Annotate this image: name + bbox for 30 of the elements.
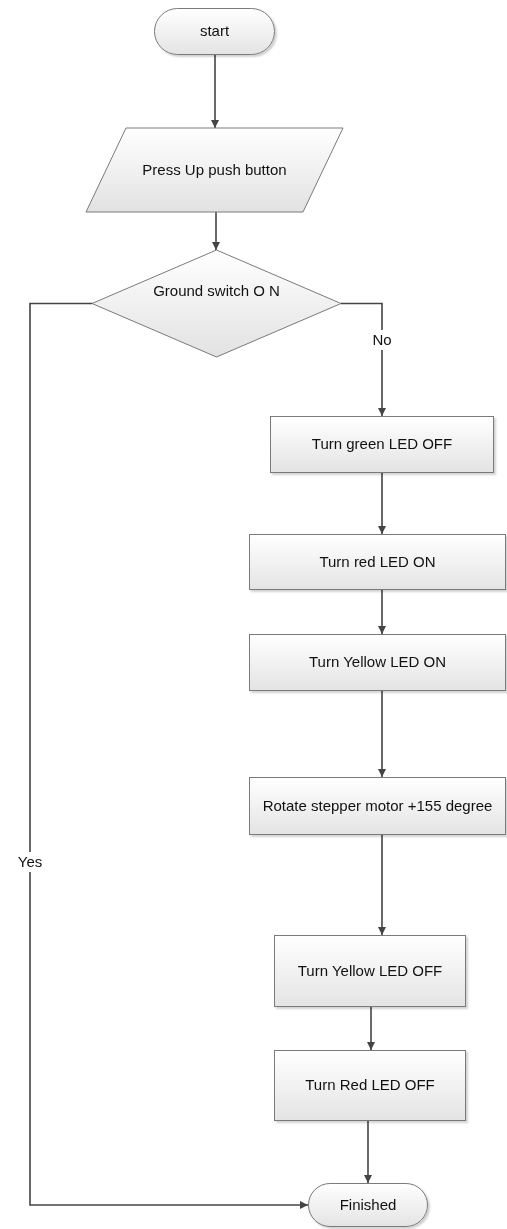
node-label: Turn Red LED OFF — [304, 1075, 436, 1096]
arrow — [29, 302, 309, 1209]
process-box — [249, 777, 506, 835]
process-box — [249, 634, 506, 691]
arrow — [378, 834, 386, 936]
node-label: Finished — [338, 1194, 398, 1215]
node-label: Press Up push button — [141, 159, 288, 180]
process-box — [270, 416, 494, 473]
edge-label: Yes — [15, 852, 45, 872]
node-label: start — [198, 21, 231, 42]
arrow — [378, 472, 386, 535]
process-box — [274, 1050, 466, 1121]
process-box — [274, 935, 466, 1007]
process-box — [249, 534, 506, 590]
terminal-shape — [308, 1183, 428, 1227]
terminal-shape — [154, 8, 275, 55]
edge-label: No — [370, 330, 394, 350]
arrow — [211, 54, 219, 129]
node-label: Turn Yellow LED OFF — [296, 960, 444, 981]
arrow — [340, 302, 386, 417]
node-label: Turn green LED OFF — [310, 434, 454, 455]
arrow — [212, 211, 220, 251]
node-label: Rotate stepper motor +155 degree — [262, 795, 493, 816]
arrow — [367, 1006, 375, 1051]
node-label: Turn red LED ON — [318, 551, 437, 572]
arrow — [378, 589, 386, 635]
arrow — [378, 690, 386, 778]
arrow — [364, 1120, 372, 1184]
node-label: Ground switch O N — [152, 281, 281, 302]
node-label: Turn Yellow LED ON — [308, 652, 447, 673]
